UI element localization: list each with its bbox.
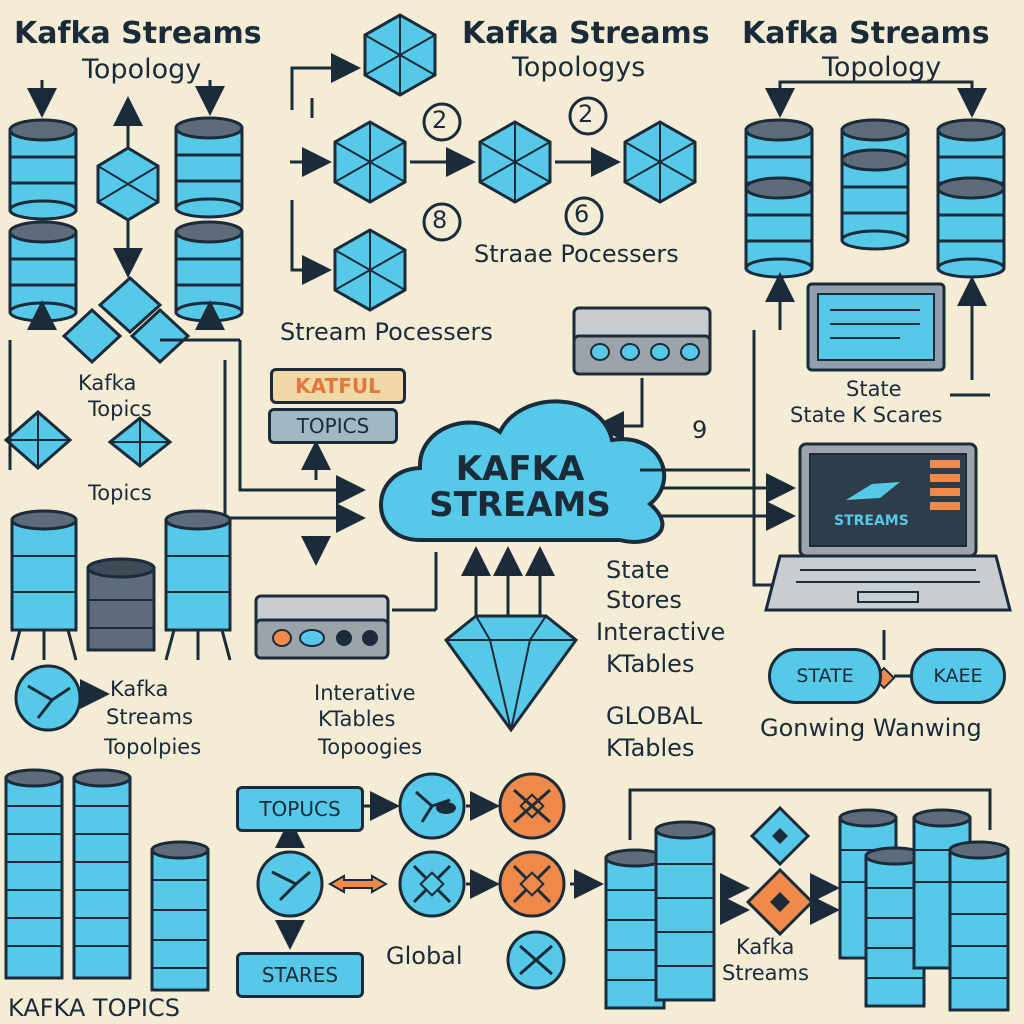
global-label: Global [386, 942, 463, 970]
kafka-topics-label-2: Topics [88, 397, 152, 421]
number-8: 8 [432, 206, 448, 234]
bottom-right-small-diamond [749, 805, 811, 867]
left-cube [96, 146, 160, 222]
topics-tag: TOPICS [268, 408, 398, 444]
kafka-streams-bottom-line-2: Streams [722, 961, 809, 985]
left-diamond-cluster [61, 275, 191, 365]
interactive-ktables-line-1: Interative [314, 681, 416, 705]
left-small-diamonds [3, 410, 173, 470]
kafka-streams-topolies-line-2: Streams [106, 705, 193, 729]
tower-3 [150, 840, 210, 992]
kafka-streams-topolies-line-3: Topolpies [104, 735, 202, 759]
kafka-streams-bottom-line-1: Kafka [736, 935, 795, 959]
left-db-2 [174, 116, 244, 219]
stream-pocessers-label: Stream Pocessers [280, 318, 493, 346]
router-device-left [254, 594, 390, 660]
state-label: State [846, 377, 902, 401]
cloud-label-line2: STREAMS [429, 485, 611, 525]
processor-hex-3 [623, 120, 697, 204]
kafka-streams-topolies-line-1: Kafka [110, 677, 169, 701]
kafka-topics-bottom-label: KAFKA TOPICS [8, 994, 180, 1022]
router-device-top [572, 306, 712, 376]
topucs-tag: TOPUCS [236, 786, 364, 832]
number-6: 6 [574, 200, 590, 228]
number-circle-2b [568, 96, 608, 136]
processor-hex-4 [333, 228, 407, 312]
gonwing-label: Gonwing Wanwing [760, 714, 982, 742]
right-db-5 [840, 148, 910, 251]
bottom-right-tower-6 [948, 840, 1010, 1012]
streams-laptop [764, 442, 1012, 612]
interactive-ktables-line-3: Topoogies [318, 735, 423, 759]
flow-node-cyan-1 [398, 772, 466, 840]
interactive-ktables-line-2: KTables [318, 707, 396, 731]
flow-node-orange-1 [498, 772, 566, 840]
title-right-sub: Topology [822, 52, 942, 83]
flow-node-orange-2 [498, 850, 566, 918]
kafka-circle-icon [14, 664, 82, 732]
bottom-right-tower-2 [654, 820, 716, 1002]
tank-2 [86, 557, 156, 652]
state-stores-line-1: State [606, 556, 670, 584]
number-2b: 2 [578, 100, 594, 128]
number-circle-6 [564, 196, 604, 236]
number-9: 9 [692, 416, 708, 444]
kaee-pill: KAEE [910, 648, 1006, 704]
title-right: Kafka Streams [742, 16, 990, 51]
title-left-sub: Topology [82, 54, 202, 85]
processor-hex-2 [478, 120, 552, 204]
state-pill: STATE [768, 648, 882, 704]
tank-3 [164, 509, 232, 662]
state-k-scares-label: State K Scares [790, 403, 943, 427]
state-stores-line-3: Interactive [596, 618, 726, 646]
title-center-sub: Topologys [512, 52, 646, 83]
tower-2 [72, 768, 132, 980]
state-stores-line-2: Stores [606, 586, 682, 614]
straae-pocessers-label: Straae Pocessers [474, 240, 679, 268]
katful-tag: KATFUL [270, 368, 406, 404]
flow-node-cyan-3 [398, 850, 466, 918]
title-center: Kafka Streams [462, 16, 710, 51]
processor-hex-top [363, 13, 437, 97]
flow-node-cyan-2 [256, 850, 324, 918]
number-2a: 2 [432, 106, 448, 134]
kafka-topics-label: Kafka [78, 371, 137, 395]
flow-node-cyan-4 [506, 930, 566, 990]
stares-tag: STARES [236, 952, 364, 998]
right-db-4 [744, 176, 814, 279]
cloud-label-line1: KAFKA [455, 449, 585, 489]
number-circle-2a [422, 102, 462, 142]
left-db-1 [8, 118, 78, 221]
tank-1 [10, 509, 78, 662]
topics-label: Topics [88, 481, 152, 505]
tower-1 [4, 768, 64, 980]
laptop-screen-label: STREAMS [834, 513, 909, 529]
right-db-6 [936, 176, 1006, 279]
state-monitor [806, 282, 946, 372]
global-ktables-line-2: KTables [606, 734, 695, 762]
title-left: Kafka Streams [14, 16, 262, 51]
global-ktables-line-1: GLOBAL [606, 702, 703, 730]
state-stores-line-4: KTables [606, 650, 695, 678]
bottom-right-orange-diamond [745, 867, 815, 937]
number-circle-8 [422, 202, 462, 242]
processor-hex-1 [333, 120, 407, 204]
gem-diamond [443, 614, 579, 733]
kafka-streams-cloud [379, 399, 667, 544]
